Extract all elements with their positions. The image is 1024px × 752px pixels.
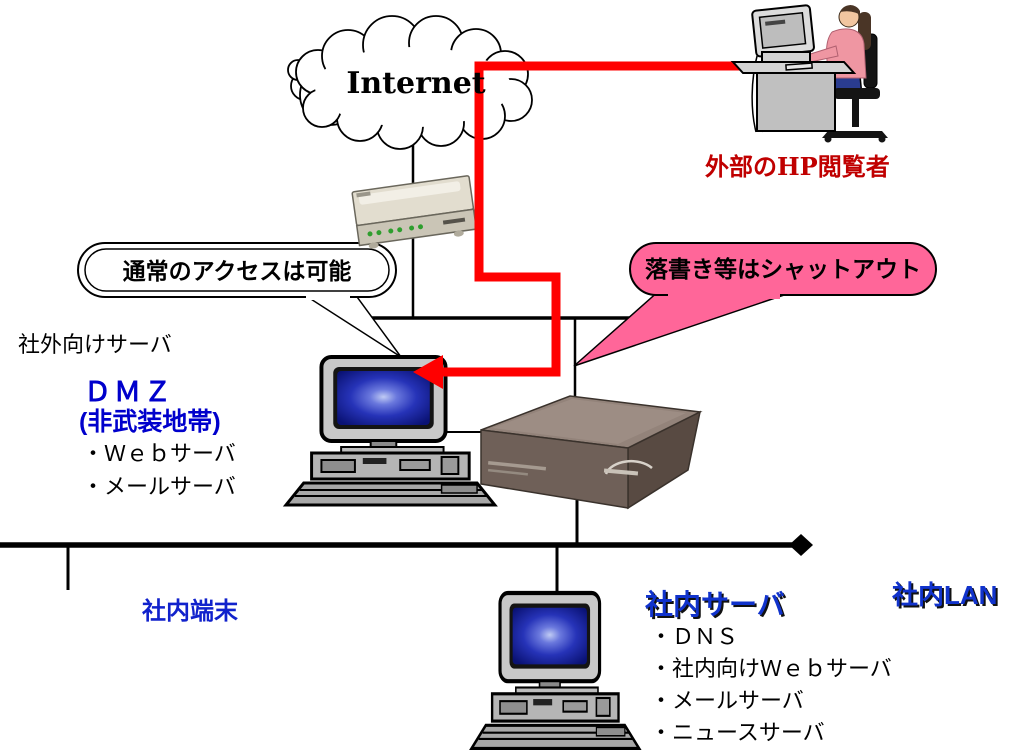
external-user-illustration	[730, 4, 888, 143]
internal-server-computer	[472, 593, 639, 748]
lan-bus-arrow-end	[789, 534, 813, 556]
internal-server-item: ・ニュースサーバ	[650, 720, 825, 745]
internal-server-list: ・ＤＮＳ ・社内向けＷｅｂサーバ ・メールサーバ ・ニュースサーバ	[650, 621, 892, 749]
dmz-server-item: ・メールサーバ	[82, 474, 236, 499]
dmz-subtitle: (非武装地帯)	[79, 408, 221, 436]
internal-server-label: 社内サーバ	[645, 589, 785, 620]
internal-server-item: ・メールサーバ	[650, 688, 804, 713]
internal-server-item: ・社内向けＷｅｂサーバ	[650, 656, 892, 681]
external-viewer-label: 外部のHP閲覧者	[705, 152, 890, 181]
firewall-device	[480, 395, 703, 510]
internal-lan-label: 社内LAN	[892, 580, 998, 610]
internal-terminal-label: 社内端末	[142, 598, 238, 625]
router-device	[351, 175, 478, 249]
callout-shutout-text: 落書き等はシャットアウト	[645, 256, 921, 282]
callout-shutout-bubble	[573, 242, 937, 367]
callout-normal-access-bubble	[77, 242, 402, 358]
red-attack-arrow	[413, 61, 742, 389]
internal-server-item: ・ＤＮＳ	[650, 624, 739, 649]
dmz-title: ＤＭＺ	[84, 377, 174, 407]
internet-label: Internet	[346, 66, 486, 101]
callout-normal-access-text: 通常のアクセスは可能	[122, 258, 352, 284]
external-server-heading: 社外向けサーバ	[18, 332, 172, 357]
dmz-server-list: ・Ｗｅｂサーバ ・メールサーバ	[82, 437, 236, 503]
internet-cloud	[287, 15, 533, 150]
dmz-server-item: ・Ｗｅｂサーバ	[82, 441, 236, 466]
